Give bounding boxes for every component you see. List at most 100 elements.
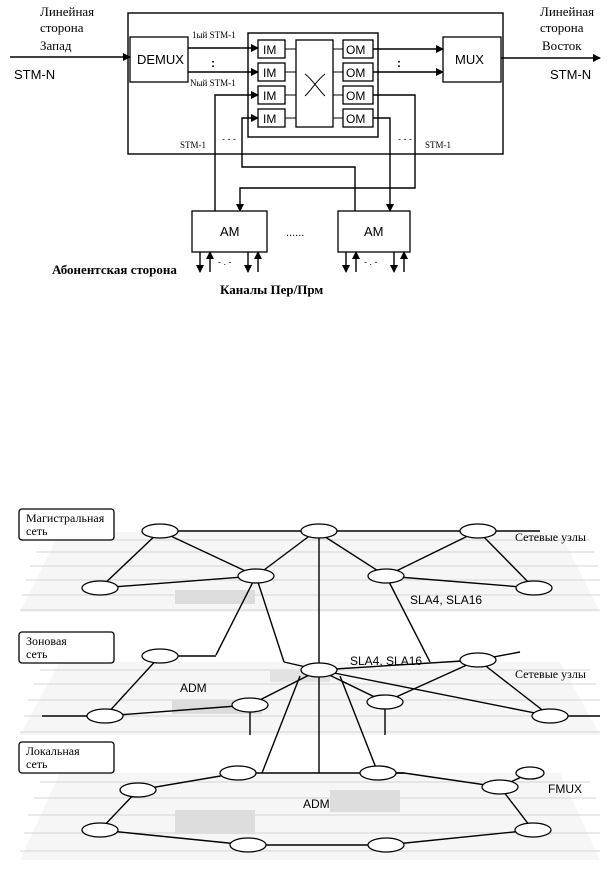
svg-text:IM: IM [263,112,276,126]
local-label-box [18,741,115,774]
svg-text:Сетевые узлы: Сетевые узлы [515,667,586,681]
trunk-plane [20,532,600,612]
sla-label-2: SLA4, SLA16 [350,654,422,668]
svg-text:Каналы Пер/Прм: Каналы Пер/Прм [220,282,323,297]
svg-text:ADM: ADM [303,797,330,811]
subscriber-side-label: Абонентская сторона [52,262,177,277]
svg-text:сторона: сторона [40,20,84,35]
svg-text:STM-1: STM-1 [425,140,451,150]
adm-label-local: ADM [303,797,330,811]
svg-text:SLA4, SLA16: SLA4, SLA16 [410,593,482,607]
trunk-label: Магистральная [26,511,105,525]
am-label-left: AM [220,224,240,239]
svg-text:- - -: - - - [222,134,236,144]
svg-text:AM: AM [220,224,240,239]
trunk-node-7 [515,580,553,596]
zone-node-6 [366,694,404,710]
svg-text:сеть: сеть [26,757,48,771]
svg-text::: : [211,56,215,70]
svg-text:IM: IM [263,43,276,57]
zone-node-4 [86,708,124,724]
demux-box [129,36,189,83]
trunk-node-6 [367,568,405,584]
local-label: Локальная [26,744,80,758]
svg-text:Локальная: Локальная [26,744,80,758]
local-node-5 [515,766,545,780]
stm-n-in-label: STM-N [14,67,55,82]
sdh-multiplexer-diagram: Линейная сторона Запад STM-N Линейная ст… [10,4,601,297]
im-label-3: IM [263,89,276,103]
svg-text:Линейная: Линейная [540,4,594,19]
svg-text:Сетевые узлы: Сетевые узлы [515,530,586,544]
nth-stm1-label: Nый STM-1 [190,78,236,88]
local-node-9 [367,837,405,853]
trunk-node-4 [81,580,119,596]
local-node-4 [481,779,519,795]
line-side-east-label: Линейная [540,4,594,19]
svg-text:IM: IM [263,66,276,80]
network-nodes-label-1: Сетевые узлы [515,530,586,544]
svg-text:OM: OM [346,112,365,126]
mux-box [442,36,502,83]
line-side-west-label: Линейная [40,4,94,19]
local-node-3 [119,782,157,798]
svg-text:STM-N: STM-N [14,67,55,82]
im-label-2: IM [263,66,276,80]
om-label-3: OM [346,89,365,103]
om-label-2: OM [346,66,365,80]
sla-label-1: SLA4, SLA16 [410,593,482,607]
tributary-dots-right: - . - [364,257,378,267]
svg-text:OM: OM [346,89,365,103]
svg-text:STM-1: STM-1 [180,140,206,150]
vertical-dots-demux: : [211,56,215,70]
svg-text:Линейная: Линейная [40,4,94,19]
mux-label: MUX [455,52,484,67]
stm1-right-dashes: - - - [398,134,412,144]
vertical-dots-mux: : [397,56,401,70]
svg-text:сеть: сеть [26,647,48,661]
outer-frame [127,12,504,155]
west-label: Запад [40,38,72,53]
svg-text:Абонентская сторона: Абонентская сторона [52,262,177,277]
zone-node-3 [459,652,497,668]
local-node-8 [229,837,267,853]
svg-text:SLA4, SLA16: SLA4, SLA16 [350,654,422,668]
svg-text:Магистральная: Магистральная [26,511,105,525]
switch-field-frame [247,32,379,138]
stm1-left-dashes: - - - [222,134,236,144]
svg-text:Запад: Запад [40,38,72,53]
svg-text:OM: OM [346,66,365,80]
zone-node-5 [231,697,269,713]
svg-text:сторона: сторона [540,20,584,35]
am-label-right: AM [364,224,384,239]
svg-text:......: ...... [286,227,304,239]
network-nodes-label-2: Сетевые узлы [515,667,586,681]
zone-label-2: сеть [26,647,48,661]
stm1-left-label: STM-1 [180,140,206,150]
line-side-east-label-2: сторона [540,20,584,35]
stm1-right-label: STM-1 [425,140,451,150]
svg-text:сеть: сеть [26,524,48,538]
svg-text:OM: OM [346,43,365,57]
stm-n-out-label: STM-N [550,67,591,82]
svg-text:AM: AM [364,224,384,239]
svg-text:ADM: ADM [180,681,207,695]
line-side-west-label-2: сторона [40,20,84,35]
trunk-label-box [18,508,115,541]
tributary-dots-left: - . - [218,257,232,267]
im-label-4: IM [263,112,276,126]
svg-text:- - -: - - - [398,134,412,144]
adm-label-zone: ADM [180,681,207,695]
east-label: Восток [542,38,582,53]
am-ellipsis: ...... [286,227,304,239]
trunk-node-1 [141,523,179,539]
network-hierarchy-diagram: Магистральная сеть Зоновая сеть Локальна… [18,508,600,860]
zone-label-box [18,631,115,664]
zone-node-1 [141,648,179,664]
im-label-1: IM [263,43,276,57]
svg-text:Восток: Восток [542,38,582,53]
svg-text:MUX: MUX [455,52,484,67]
am-box-left [191,210,268,253]
svg-text:- . -: - . - [364,257,378,267]
svg-text:Зоновая: Зоновая [26,634,67,648]
